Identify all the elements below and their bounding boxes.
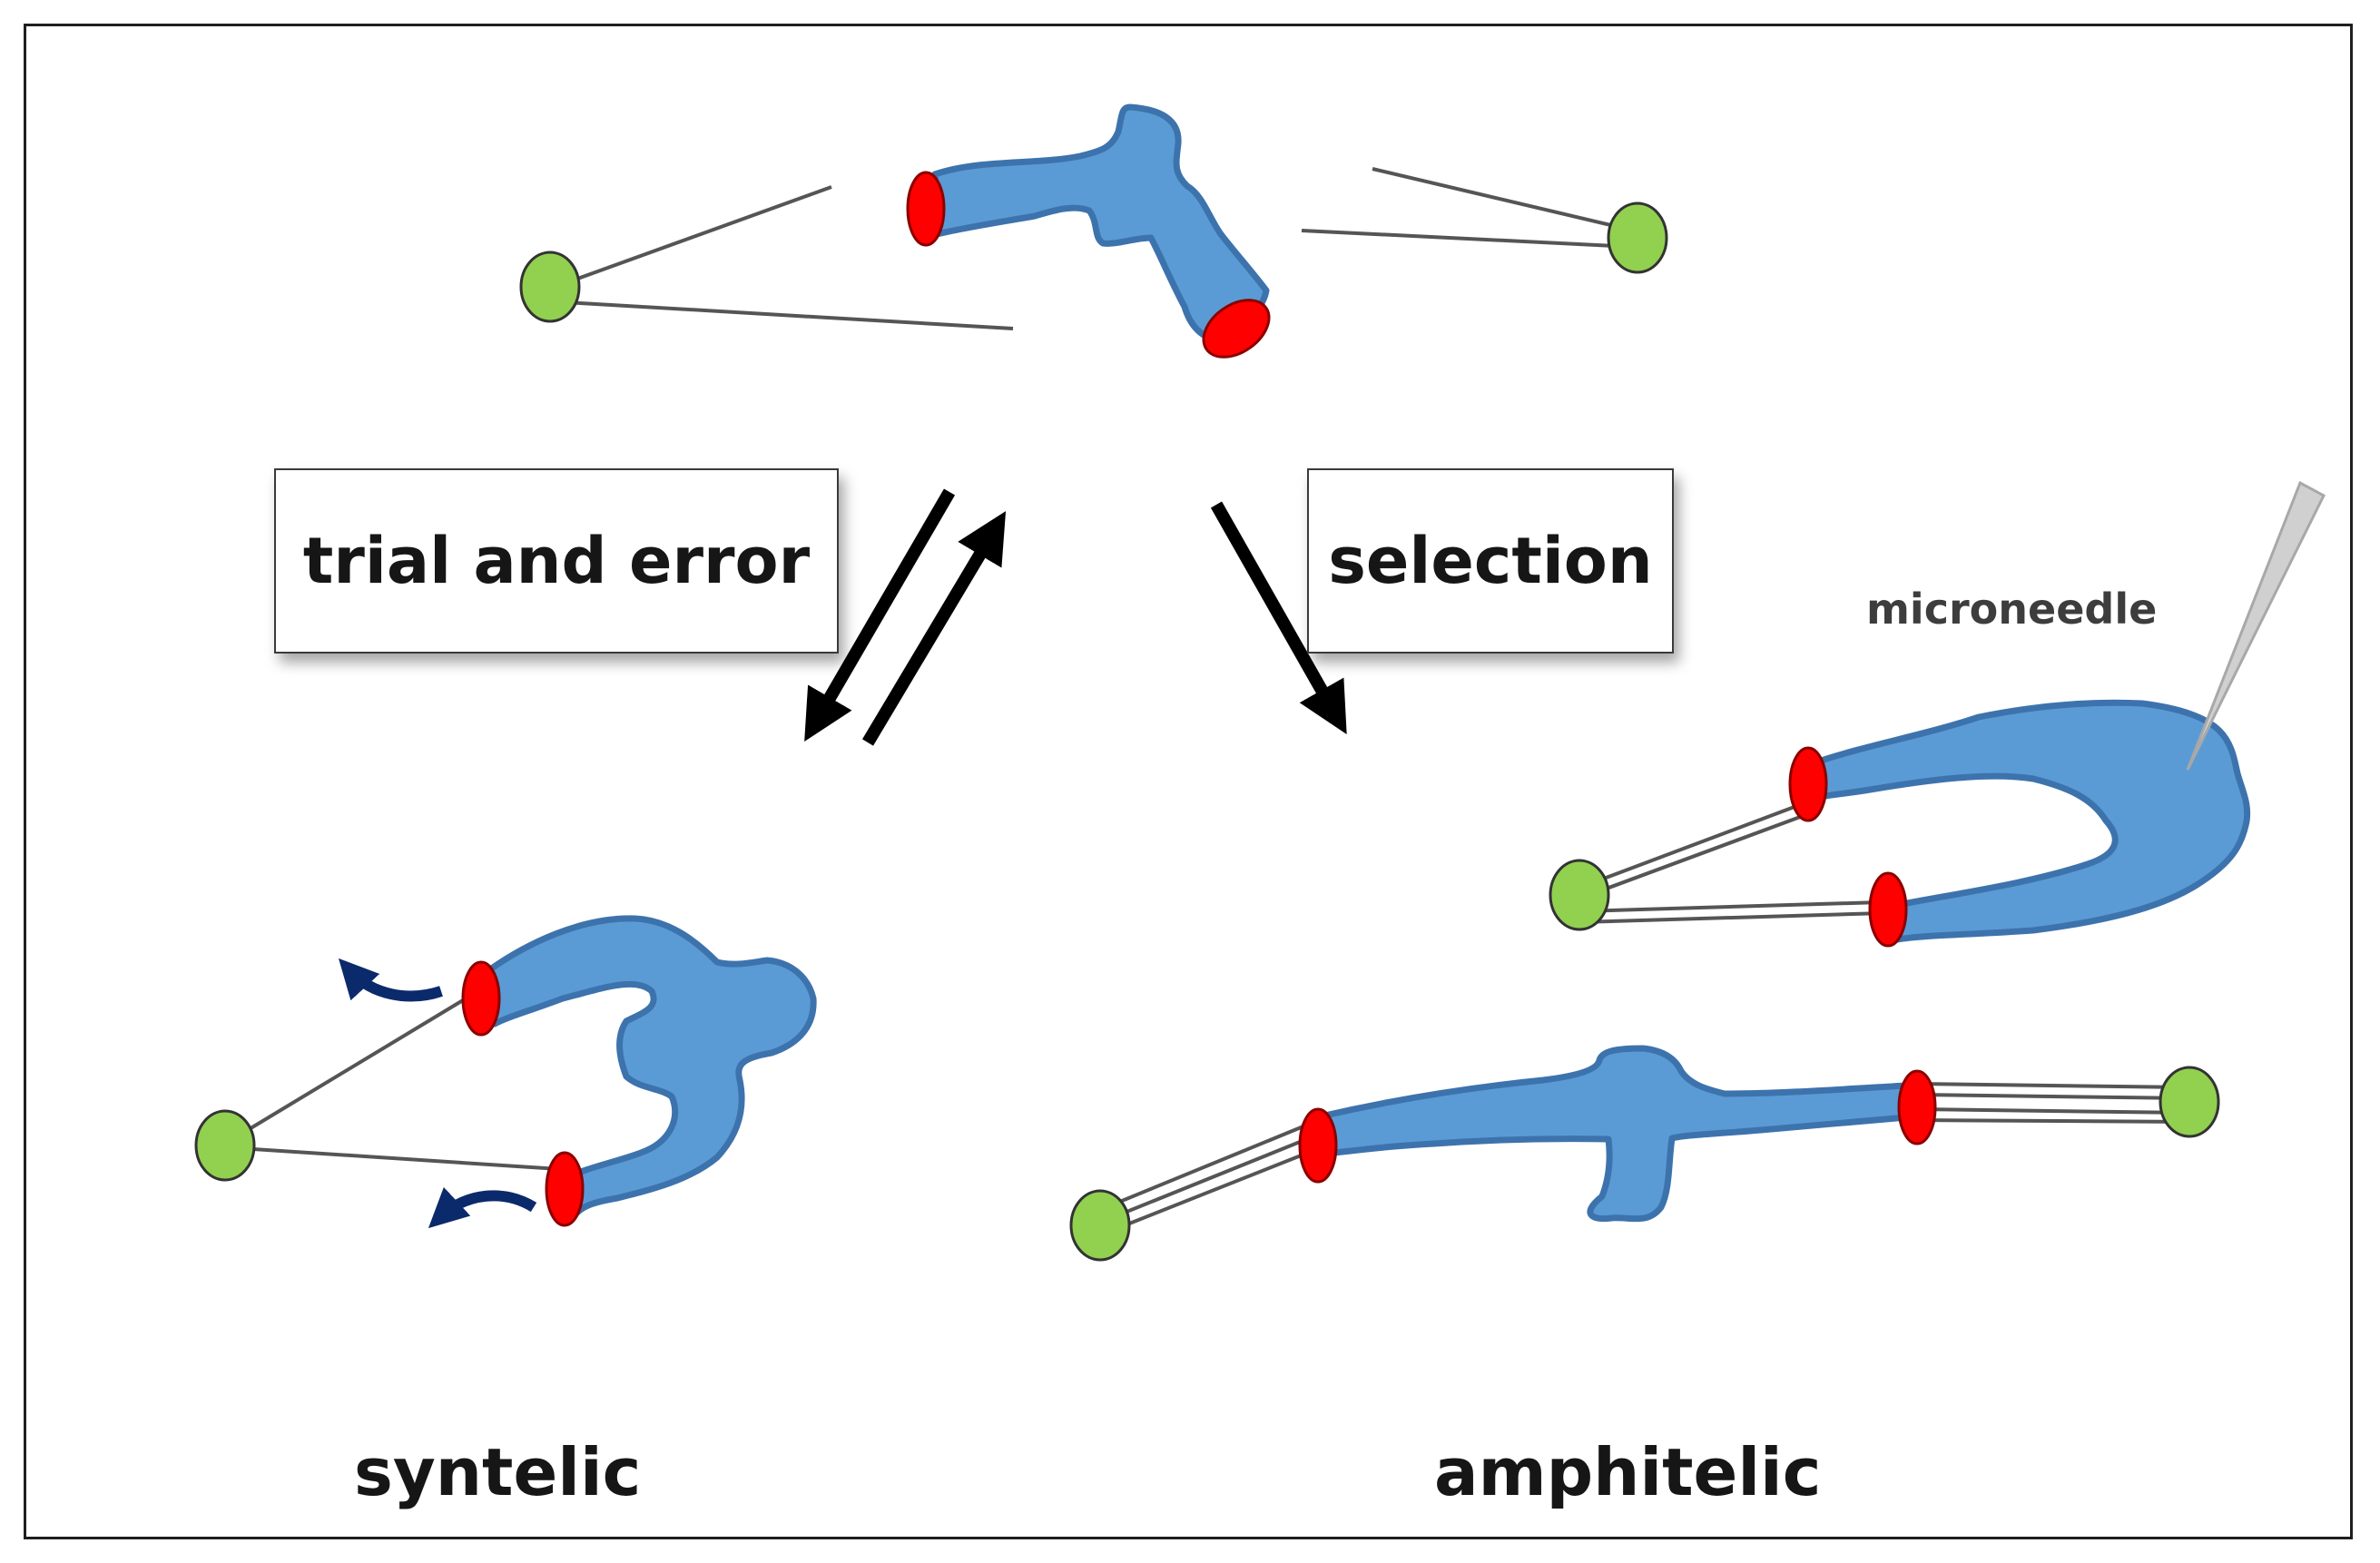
spindle-pole-amphitelic-left xyxy=(1069,1189,1131,1262)
kinetochore-amphitelic-left xyxy=(1298,1107,1338,1184)
chromosome-syntelic xyxy=(487,915,817,1220)
kinetochore-microneedle-upper xyxy=(1788,746,1828,822)
chromosome-top xyxy=(931,103,1270,344)
kinetochore-top-right xyxy=(1202,299,1271,359)
microneedle-fibers xyxy=(1578,801,1885,924)
amphitelic-fibers-left xyxy=(1101,1120,1323,1236)
syntelic-state xyxy=(194,915,817,1229)
chromosome-microneedle xyxy=(1807,699,2251,943)
amphitelic-fibers-right xyxy=(1916,1082,2190,1124)
kinetochore-syntelic-lower xyxy=(545,1151,585,1227)
microneedle-label: microneedle xyxy=(1866,585,2158,634)
arrow-to-amphitelic xyxy=(1210,501,1347,735)
arrow-from-syntelic xyxy=(861,511,1007,746)
force-arrow-upper xyxy=(338,958,443,1002)
spindle-pole-microneedle xyxy=(1549,859,1610,931)
microneedle-state xyxy=(1549,480,2326,948)
kinetochore-amphitelic-right xyxy=(1897,1069,1937,1145)
syntelic-caption: syntelic xyxy=(354,1434,642,1510)
spindle-pole-top-right xyxy=(1607,202,1668,274)
amphitelic-state xyxy=(1069,1045,2220,1262)
unattached-state xyxy=(519,103,1668,359)
selection-label: selection xyxy=(1307,468,1674,654)
transition-arrows xyxy=(804,488,1347,746)
chromosome-amphitelic xyxy=(1317,1045,1921,1223)
trial-and-error-label: trial and error xyxy=(274,468,839,654)
spindle-pole-syntelic xyxy=(194,1109,256,1182)
right-pole-fibers xyxy=(1301,167,1635,249)
syntelic-fibers xyxy=(223,993,560,1171)
kinetochore-syntelic-upper xyxy=(461,960,501,1037)
kinetochore-microneedle-lower xyxy=(1868,871,1908,948)
kinetochore-top-left xyxy=(906,171,946,247)
spindle-pole-amphitelic-right xyxy=(2159,1066,2220,1138)
microneedle-icon xyxy=(2186,480,2326,771)
spindle-pole-top-left xyxy=(519,251,581,323)
left-pole-fibers xyxy=(549,185,1014,330)
force-arrow-lower xyxy=(428,1186,537,1229)
arrow-to-syntelic xyxy=(804,488,956,742)
amphitelic-caption: amphitelic xyxy=(1434,1434,1822,1510)
